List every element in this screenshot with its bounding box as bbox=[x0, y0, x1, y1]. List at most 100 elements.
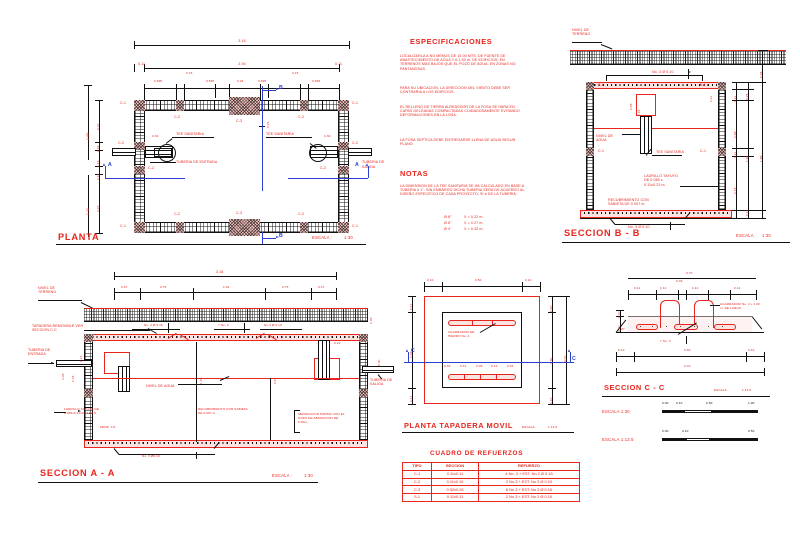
aa-label-separation: SEPARACION MINIMA CON EL POZO DE ABSORCI… bbox=[298, 412, 345, 425]
planta-label-pipe-in: TUBERIA DE ENTRADA bbox=[176, 160, 218, 164]
aa-dim-small: 0.22 bbox=[334, 341, 341, 345]
cc-top-4: 0.12 bbox=[734, 286, 741, 290]
column-c2-right-upper bbox=[338, 142, 349, 150]
seccion-aa-drawing: 3.16 0.37 0.75 1.02 0.75 0.37 NIVEL DE T… bbox=[18, 262, 394, 502]
bb-column-c1-right bbox=[718, 148, 726, 156]
tapadera-inner-3: 0.12 bbox=[491, 364, 498, 368]
aa-label-cover: TAPADERA REMOVIBLE VER SECCION C-C bbox=[32, 324, 84, 333]
cell-tipo-2: C-3 bbox=[402, 485, 432, 495]
aa-label-brick: LADRILLO TAYUYO DE 0.065x0.11x0.23 MTS. bbox=[64, 407, 99, 416]
notas-diam-2: Ø 4" bbox=[444, 227, 452, 231]
tapadera-inner-2: 0.08 bbox=[476, 364, 483, 368]
bb-tag-s1-right: S-1 bbox=[700, 83, 706, 87]
column-c3-top bbox=[229, 97, 260, 115]
tapadera-right-0: 0.10 bbox=[549, 305, 553, 312]
aa-rebar-bottom: No. 3 Ø0.10 bbox=[142, 454, 160, 458]
table-header-row: TIPO SECCION REFUERZO bbox=[402, 462, 580, 471]
scale-bar-0-tick-2: 0.50 bbox=[706, 401, 713, 405]
cc-hook-left-icon bbox=[660, 300, 680, 328]
planta-chain-2: 0.595 bbox=[206, 79, 215, 83]
cc-dim-overall-bottom: 0.70 bbox=[684, 364, 691, 368]
column-c2-left-lower bbox=[134, 166, 145, 174]
planta-tag-c2-right-up: C-2 bbox=[352, 141, 359, 145]
aa-dim-left-0: 0.13 bbox=[79, 355, 83, 362]
planta-left-2: 0.23 bbox=[96, 160, 100, 167]
planta-tag-c2-right-low: C-2 bbox=[320, 166, 327, 170]
scale-bar-0-label: ESCALA 1:30 bbox=[602, 409, 630, 414]
aa-label-pipe-in: TUBERIA DE ENTRADA bbox=[28, 348, 51, 357]
seccion-cc-scale-label: ESCALA : bbox=[714, 388, 729, 392]
planta-tag-c2-left-up: C-2 bbox=[118, 141, 125, 145]
planta-label-tee-right: TEE SANITARIA bbox=[266, 132, 294, 136]
cell-refuerzo-0: 4 No. 3 + EST. No 2 Ø 0.15 bbox=[478, 469, 580, 479]
planta-tag-c2-tr: C-2 bbox=[298, 115, 305, 119]
scale-bar-1-tick-0: 0.00 bbox=[662, 429, 669, 433]
cc-bottom-0: 0.10 bbox=[618, 348, 625, 352]
column-c1-tl bbox=[134, 100, 145, 111]
cell-seccion-0: 0.11x0.11 bbox=[431, 469, 479, 479]
seccion-aa-scale-label: ESCALA : bbox=[272, 473, 293, 478]
bb-tag-c1-right: C-1 bbox=[700, 149, 707, 153]
bb-label-coating: RECUBRIMIENTO CON SABIETA DE 0.007 m. bbox=[608, 198, 649, 207]
table-row: C-3 0.32x0.26 6 No 3 + EST. No 2 Ø 0.15 bbox=[402, 485, 580, 495]
planta-tag-c1-br: C-1 bbox=[352, 224, 359, 228]
planta-scale-label: ESCALA : bbox=[312, 235, 333, 240]
planta-chain-0: 0.595 bbox=[154, 79, 163, 83]
cuadro-table: TIPO SECCION REFUERZO C-1 0.11x0.11 4 No… bbox=[402, 462, 580, 502]
column-c1-br bbox=[338, 222, 349, 233]
bb-dim-right-5: 0.75 bbox=[733, 187, 737, 194]
cell-tipo-0: C-1 bbox=[402, 469, 432, 479]
scale-bar-0-tick-0: 0.00 bbox=[662, 401, 669, 405]
notas-title: NOTAS bbox=[400, 169, 429, 178]
aa-rebar-a: No. 3 Ø 0.10 bbox=[144, 323, 163, 327]
table-row: S-1 0.11x0.11 2 No 3 + EST. No 2 Ø 0.15 bbox=[402, 493, 580, 502]
planta-tag-c3-top: C-3 bbox=[236, 119, 243, 123]
planta-left-4: 0.47 bbox=[96, 205, 100, 212]
tapadera-left-2: 0.17 bbox=[409, 395, 413, 402]
cc-top-small: 0.03 bbox=[676, 279, 683, 283]
aa-dim-left-1: 0.08 bbox=[61, 373, 65, 380]
bb-label-tee: TEE SANITARIA bbox=[656, 150, 684, 154]
planta-dim-tee-right: 0.30 bbox=[324, 134, 331, 138]
specs-title: ESPECIFICACIONES bbox=[410, 37, 493, 46]
specs-paragraph-0: LOCALIZARLA A NO MENOS DE 15.00 MTS. DE … bbox=[400, 54, 516, 71]
bb-dim-total: 1.86 bbox=[759, 155, 763, 162]
tapadera-section-c-right: C bbox=[572, 356, 577, 362]
planta-dim-overall-top: 3.16 bbox=[238, 39, 246, 43]
seccion-cc-scale-value: 1:12.5 bbox=[742, 388, 752, 392]
aa-col-mid-left bbox=[84, 389, 93, 397]
bb-label-ground: NIVEL DE TERRENO bbox=[572, 28, 591, 37]
planta-tag-c1-bl: C-1 bbox=[120, 224, 127, 228]
planta-label-tee-left: TEE SANITARIA bbox=[176, 132, 204, 136]
planta-dim-tee-left: 0.30 bbox=[152, 134, 159, 138]
planta-title: PLANTA bbox=[58, 232, 100, 242]
bb-dim-right-2: 0.11 bbox=[733, 95, 737, 102]
aa-chain-0: 0.37 bbox=[121, 285, 128, 289]
aa-chain-1: 0.75 bbox=[160, 285, 167, 289]
planta-left-3: 0.15 bbox=[96, 173, 100, 180]
scale-bar-0-tick-3: 1.00 bbox=[748, 401, 755, 405]
cc-top-3: 0.12 bbox=[692, 286, 699, 290]
aa-label-pipe-out: TUBERIA DE SALIDA bbox=[370, 378, 393, 387]
tapadera-scale-label: ESCALA : bbox=[522, 425, 537, 429]
planta-drawing: 3.16 2.94 0.11 0.11 0.595 0.15 0.595 0.2… bbox=[0, 0, 390, 252]
planta-chain-3: 0.26 bbox=[237, 79, 244, 83]
column-c2-left-upper bbox=[134, 142, 145, 150]
aa-label-coating: RECUBRIMIENTO CON SABIETA DE 0.007 m. bbox=[198, 407, 248, 416]
bb-rebar-top: No. 3 Ø 0.10 bbox=[652, 70, 674, 74]
aa-dim-out: 0.30 bbox=[377, 359, 381, 366]
column-c2-top-right bbox=[300, 100, 308, 111]
planta-dim-end-left: 0.11 bbox=[138, 62, 146, 66]
cell-tipo-3: S-1 bbox=[402, 493, 432, 502]
aa-chain-2: 1.02 bbox=[223, 285, 230, 289]
notas-body: LA DIMENSION DE LA TEE SANITARIA SE HA C… bbox=[400, 184, 525, 197]
planta-tag-c2-br: C-2 bbox=[298, 212, 305, 216]
planta-section-mark-a-left: A bbox=[108, 162, 113, 168]
cc-bottom-2: 0.10 bbox=[748, 348, 755, 352]
bb-dim-mid: 1.65 bbox=[745, 155, 749, 162]
specs-paragraph-1: PARA SU UBICACION, LA DIRECCION DEL VIEN… bbox=[400, 86, 511, 95]
column-c3-bottom bbox=[229, 219, 260, 236]
column-c2-bottom-right bbox=[300, 222, 308, 233]
aa-dim-overall: 3.16 bbox=[216, 270, 224, 274]
notas-diam-1: Ø 6" bbox=[444, 221, 452, 225]
